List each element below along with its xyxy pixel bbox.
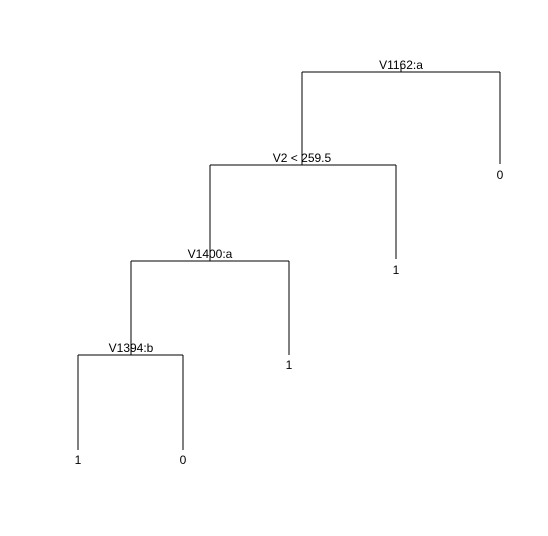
leaf-label-l1: 0 [497, 168, 504, 182]
leaf-label-l3: 1 [286, 358, 293, 372]
split-label-n4: V1394:b [109, 341, 154, 355]
split-label-n3: V1400:a [188, 247, 233, 261]
leaf-label-l5: 0 [180, 453, 187, 467]
split-label-root: V1162:a [379, 58, 423, 72]
split-label-n2: V2 < 259.5 [273, 151, 332, 165]
leaf-label-l4: 1 [75, 453, 82, 467]
leaf-label-l2: 1 [393, 263, 400, 277]
